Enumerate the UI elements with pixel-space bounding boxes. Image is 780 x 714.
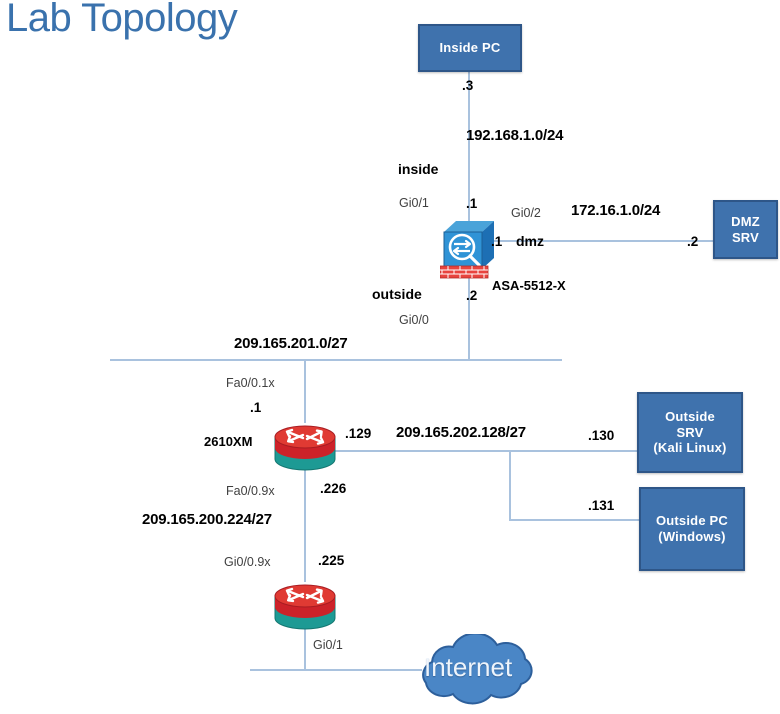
label-ip-outside-srv: .130	[588, 428, 615, 443]
label-ip-r1-server: .129	[345, 426, 372, 441]
node-outside-pc[interactable]: Outside PC (Windows)	[639, 487, 745, 571]
node-edge-router[interactable]	[270, 578, 340, 634]
link-server-net-to-outside-pc	[509, 519, 641, 521]
label-iface-r1-upper: Fa0/0.1x	[226, 376, 275, 390]
label-zone-inside: inside	[398, 161, 439, 177]
cloud-icon	[422, 632, 533, 705]
link-asa-to-outside-bus	[468, 258, 470, 360]
node-outside-pc-line2: (Windows)	[658, 529, 726, 544]
label-ip-outside-pc: .131	[588, 498, 615, 513]
node-outside-pc-line1: Outside PC	[655, 513, 729, 529]
link-outside-bus	[110, 359, 562, 361]
node-outside-srv-line2: SRV	[676, 424, 704, 440]
label-ip-r2-isp: .225	[318, 553, 345, 568]
label-ip-asa-dmz: .1	[491, 234, 503, 249]
link-inside-pc-to-asa	[468, 72, 470, 222]
link-internet-bus	[250, 669, 422, 671]
label-net-inside: 192.168.1.0/24	[466, 127, 564, 144]
node-inside-pc[interactable]: Inside PC	[418, 24, 522, 72]
label-iface-r2-upper: Gi0/0.9x	[224, 555, 271, 569]
node-dmz-srv-line1: DMZ	[731, 213, 760, 229]
label-net-server: 209.165.202.128/27	[396, 424, 526, 441]
page-title: Lab Topology	[6, 0, 238, 40]
link-bus-to-router-2610xm	[304, 359, 306, 423]
label-ip-r1-isp: .226	[320, 481, 347, 496]
label-iface-asa-outside: Gi0/0	[399, 313, 429, 327]
link-edge-router-to-internet-bus	[304, 628, 306, 670]
link-asa-to-dmz-srv	[490, 240, 714, 242]
node-outside-srv-line1: Outside	[665, 408, 715, 424]
node-dmz-srv[interactable]: DMZ SRV	[713, 200, 778, 259]
link-router-2610xm-to-edge-router	[304, 470, 306, 582]
node-dmz-srv-line2: SRV	[731, 229, 760, 245]
label-iface-asa-dmz: Gi0/2	[511, 206, 541, 220]
node-router-2610xm[interactable]	[270, 419, 340, 475]
node-asa-firewall[interactable]	[439, 218, 496, 280]
label-net-isp: 209.165.200.224/27	[142, 511, 272, 528]
node-inside-pc-label: Inside PC	[439, 40, 501, 56]
node-outside-srv-line3: (Kali Linux)	[653, 440, 727, 456]
label-iface-r1-lower: Fa0/0.9x	[226, 484, 275, 498]
router-icon	[274, 425, 336, 471]
label-asa-model: ASA-5512-X	[492, 278, 566, 293]
label-ip-inside-pc: .3	[462, 78, 474, 93]
router-icon	[274, 584, 336, 630]
label-ip-asa-outside: .2	[466, 288, 478, 303]
link-router-to-server-net	[335, 450, 639, 452]
label-ip-r1-inside: .1	[250, 400, 262, 415]
node-internet[interactable]: Internet	[398, 632, 554, 706]
label-ip-asa-inside: .1	[466, 196, 478, 211]
label-ip-dmz-srv: .2	[687, 234, 699, 249]
label-router-2610xm-model: 2610XM	[204, 434, 253, 449]
label-zone-outside: outside	[372, 286, 422, 302]
label-iface-asa-inside: Gi0/1	[399, 196, 429, 210]
node-outside-srv[interactable]: Outside SRV (Kali Linux)	[637, 392, 743, 473]
node-internet-label: Internet	[424, 652, 513, 682]
label-zone-dmz: dmz	[516, 233, 544, 249]
link-server-net-drop	[509, 450, 511, 520]
label-iface-r2-lower: Gi0/1	[313, 638, 343, 652]
label-net-outside: 209.165.201.0/27	[234, 335, 348, 352]
firewall-icon	[439, 221, 494, 279]
label-net-dmz: 172.16.1.0/24	[571, 202, 661, 219]
